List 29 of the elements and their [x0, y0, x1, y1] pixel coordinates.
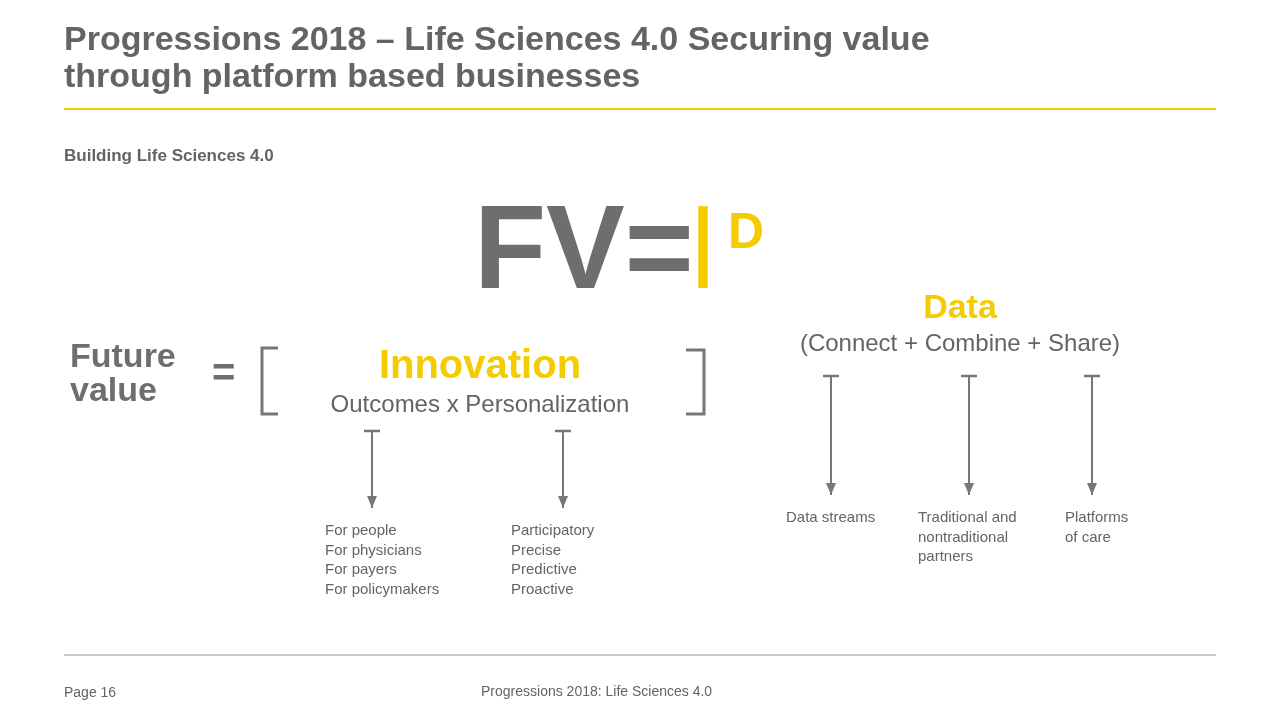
subtitle: Building Life Sciences 4.0 — [64, 146, 274, 166]
arrow — [1082, 374, 1102, 496]
list-item: For people — [325, 520, 398, 540]
list-item: Proactive — [511, 578, 575, 598]
arrow — [959, 374, 979, 496]
list-item: For physicians — [325, 539, 423, 559]
list-item: For payers — [325, 559, 398, 579]
caption-text: Platforms of care — [1065, 507, 1130, 546]
list-item: Participatory — [511, 520, 596, 540]
slide-title: Progressions 2018 – Life Sciences 4.0 Securing value through platform based businesses — [64, 20, 931, 94]
equals-sign: = — [212, 350, 236, 395]
subheading: (Connect + Combine + Share) — [798, 328, 1122, 358]
page-number: Page 16 — [64, 684, 117, 700]
heading: Innovation — [377, 341, 583, 388]
formula-text: FV= — [474, 182, 694, 312]
caption-text: Data streams — [786, 507, 877, 527]
subheading: Outcomes x Personalization — [329, 389, 631, 419]
list-item: Precise — [511, 539, 563, 559]
formula-exponent: D — [728, 202, 765, 260]
heading: Future value — [70, 338, 177, 406]
arrow — [821, 374, 841, 496]
footer-text: Progressions 2018: Life Sciences 4.0 — [481, 683, 713, 699]
arrow — [362, 429, 382, 509]
list-item: For policymakers — [325, 578, 441, 598]
arrow — [553, 429, 573, 509]
caption-text: Traditional and nontraditional partners — [918, 507, 1018, 566]
heading: Data — [922, 286, 998, 327]
list-item: Predictive — [511, 559, 578, 579]
formula-text: I — [694, 182, 713, 312]
